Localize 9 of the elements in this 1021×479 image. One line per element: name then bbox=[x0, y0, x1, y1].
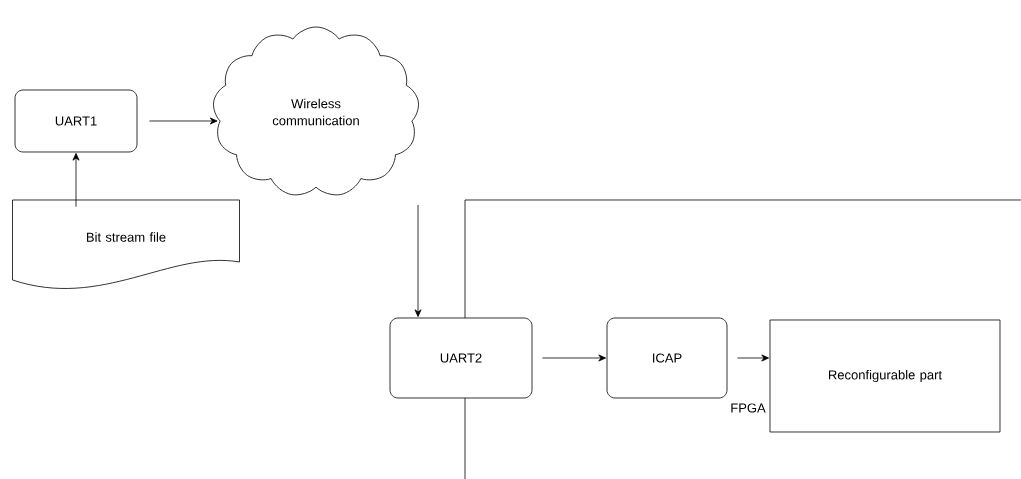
arrow bbox=[149, 117, 218, 125]
arrow bbox=[737, 354, 769, 362]
process-box: Reconfigurable part bbox=[769, 319, 1001, 433]
process-box: UART2 bbox=[389, 317, 533, 399]
arrow bbox=[72, 153, 80, 208]
process-box: UART1 bbox=[14, 89, 138, 153]
arrow bbox=[542, 354, 606, 362]
arrow bbox=[414, 204, 422, 317]
process-box: ICAP bbox=[606, 317, 728, 399]
